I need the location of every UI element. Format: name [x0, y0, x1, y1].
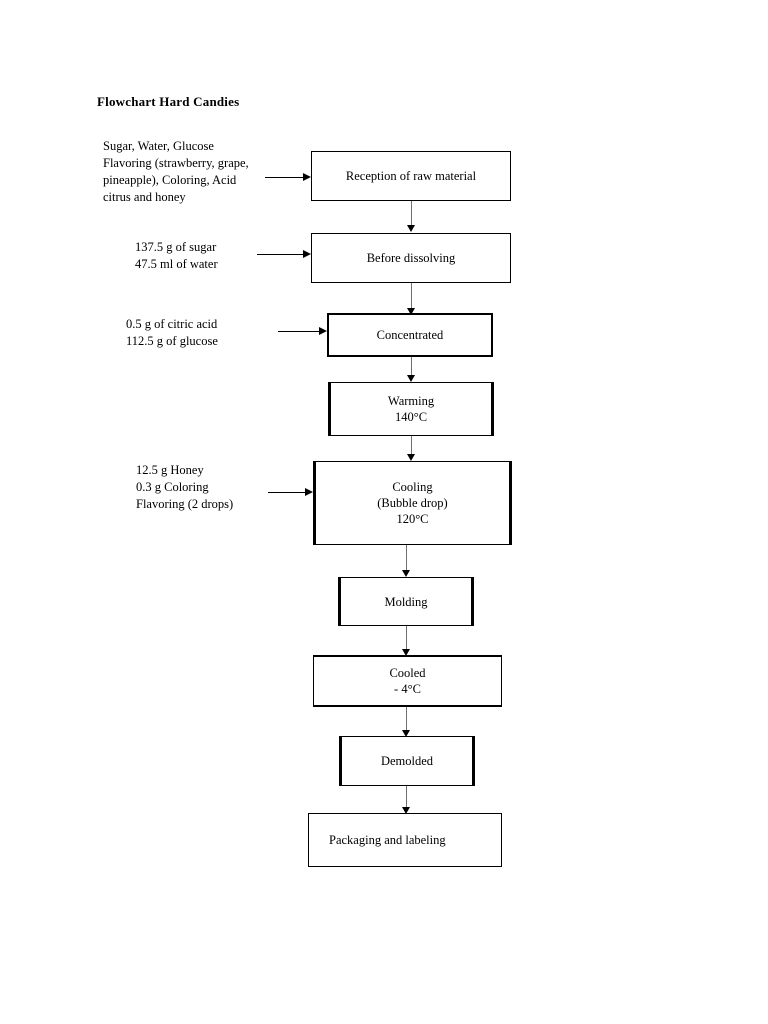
node-cooling-label: Cooling (Bubble drop) 120°C: [377, 480, 448, 526]
node-cooling[interactable]: Cooling (Bubble drop) 120°C: [313, 461, 512, 545]
node-warming[interactable]: Warming 140°C: [328, 382, 494, 436]
input-annotation-raw-materials: Sugar, Water, Glucose Flavoring (strawbe…: [103, 139, 249, 204]
node-before-dissolving[interactable]: Before dissolving: [311, 233, 511, 283]
node-molding-label: Molding: [384, 594, 428, 609]
node-molding[interactable]: Molding: [338, 577, 474, 626]
node-cooled-label: Cooled - 4°C: [389, 666, 426, 696]
node-reception-label: Reception of raw material: [345, 169, 477, 183]
node-packaging-label: Packaging and labeling: [329, 833, 446, 847]
node-reception[interactable]: Reception of raw material: [311, 151, 511, 201]
node-demolded-label: Demolded: [380, 754, 434, 768]
node-warming-label: Warming 140°C: [387, 394, 435, 424]
input-annotation-acid-glucose: 0.5 g of citric acid 112.5 g of glucose: [126, 317, 218, 348]
node-concentrated-label: Concentrated: [376, 328, 444, 342]
page-title: Flowchart Hard Candies: [97, 94, 240, 109]
input-annotation-sugar-water: 137.5 g of sugar 47.5 ml of water: [135, 240, 218, 271]
node-before-dissolving-label: Before dissolving: [366, 251, 456, 265]
node-cooled[interactable]: Cooled - 4°C: [313, 655, 502, 707]
node-demolded[interactable]: Demolded: [339, 736, 475, 786]
node-packaging[interactable]: Packaging and labeling: [308, 813, 502, 867]
input-annotation-honey-coloring: 12.5 g Honey 0.3 g Coloring Flavoring (2…: [136, 463, 234, 511]
node-concentrated[interactable]: Concentrated: [327, 313, 493, 357]
